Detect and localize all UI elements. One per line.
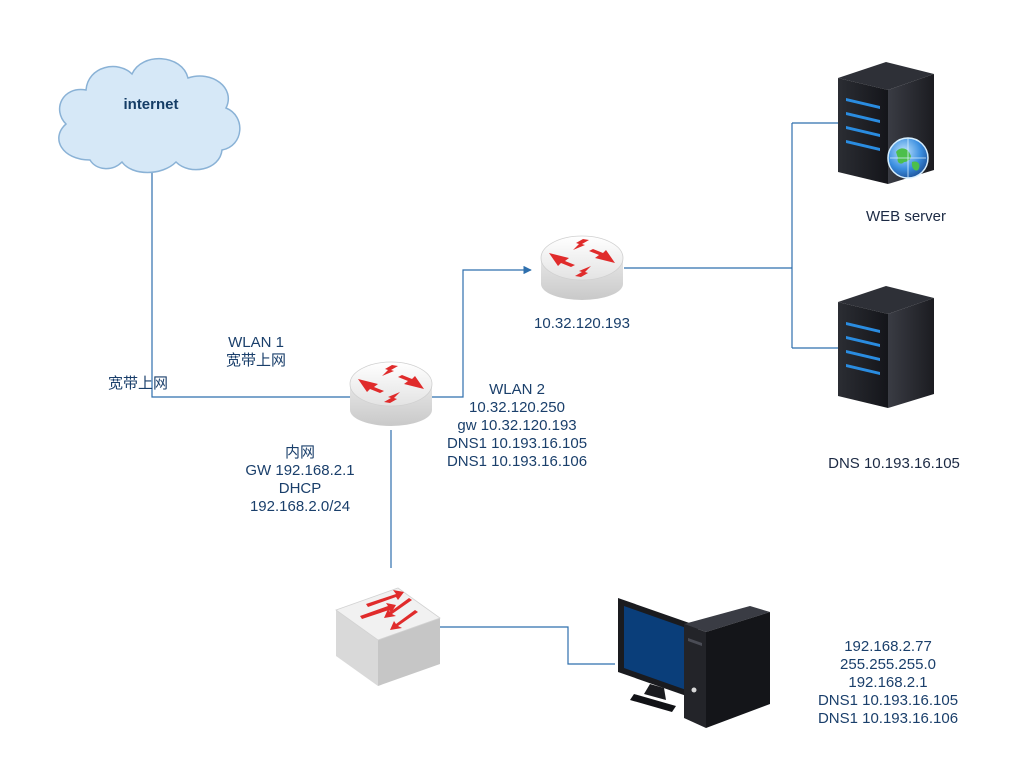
wlan2-line-5: DNS1 10.193.16.106 (446, 453, 588, 470)
cloud-icon (58, 58, 241, 174)
lan-line-4: 192.168.2.0/24 (249, 498, 351, 515)
wlan2-label: WLAN 2 10.32.120.250 gw 10.32.120.193 DN… (432, 381, 602, 471)
pc-config-label: 192.168.2.77 255.255.255.0 192.168.2.1 D… (800, 638, 976, 728)
pc-dns1: DNS1 10.193.16.105 (817, 692, 959, 709)
pc-ip: 192.168.2.77 (844, 638, 932, 655)
wlan1-label: WLAN 1 宽带上网 (212, 334, 300, 370)
server-icon (838, 286, 934, 408)
web-server-label: WEB server (865, 208, 946, 225)
connection-lines (151, 122, 838, 665)
upstream-router-label: 10.32.120.193 (534, 315, 630, 332)
router-icon (349, 361, 433, 426)
dns-server-label: DNS 10.193.16.105 (828, 455, 960, 472)
desktop-computer-icon (618, 598, 770, 728)
lan-line-1: 内网 (284, 444, 315, 461)
lan-line-2: GW 192.168.2.1 (245, 462, 355, 479)
internet-to-router-line (151, 168, 350, 398)
web-server-icon (838, 62, 934, 184)
wlan2-line-1: WLAN 2 (489, 381, 545, 398)
router-to-upstream-line (432, 265, 532, 398)
switch-to-pc-line (440, 626, 615, 665)
wan-left-label: 宽带上网 (108, 375, 169, 392)
wlan2-line-4: DNS1 10.193.16.105 (446, 435, 588, 452)
cloud-label: internet (123, 96, 179, 113)
switch-icon (335, 587, 441, 686)
pc-netmask: 255.255.255.0 (840, 656, 936, 673)
router-icon (540, 235, 624, 300)
pc-gateway: 192.168.2.1 (848, 674, 928, 691)
wlan2-line-3: gw 10.32.120.193 (457, 417, 577, 434)
pc-dns2: DNS1 10.193.16.106 (817, 710, 959, 727)
wlan1-line-2: 宽带上网 (225, 352, 286, 369)
wlan2-line-2: 10.32.120.250 (469, 399, 565, 416)
lan-line-3: DHCP (278, 480, 322, 497)
lan-label: 内网 GW 192.168.2.1 DHCP 192.168.2.0/24 (235, 444, 365, 516)
wlan1-line-1: WLAN 1 (228, 334, 284, 351)
